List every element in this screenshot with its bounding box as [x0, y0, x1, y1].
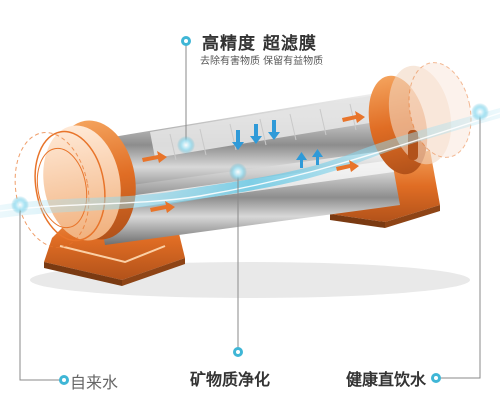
callout-dots	[11, 36, 489, 385]
source-water-label: 自来水	[70, 373, 119, 392]
flow-arrows-orange	[142, 111, 365, 213]
water-stream	[0, 108, 500, 218]
drinking-water-label: 健康直饮水	[346, 370, 427, 389]
membrane-subtitle: 去除有害物质 保留有益物质	[200, 56, 324, 67]
flow-arrows-blue	[232, 120, 323, 168]
membrane-title: 高精度 超滤膜	[202, 34, 317, 54]
callout-lines	[19, 41, 481, 381]
mineral-purification-label: 矿物质净化	[190, 370, 271, 389]
